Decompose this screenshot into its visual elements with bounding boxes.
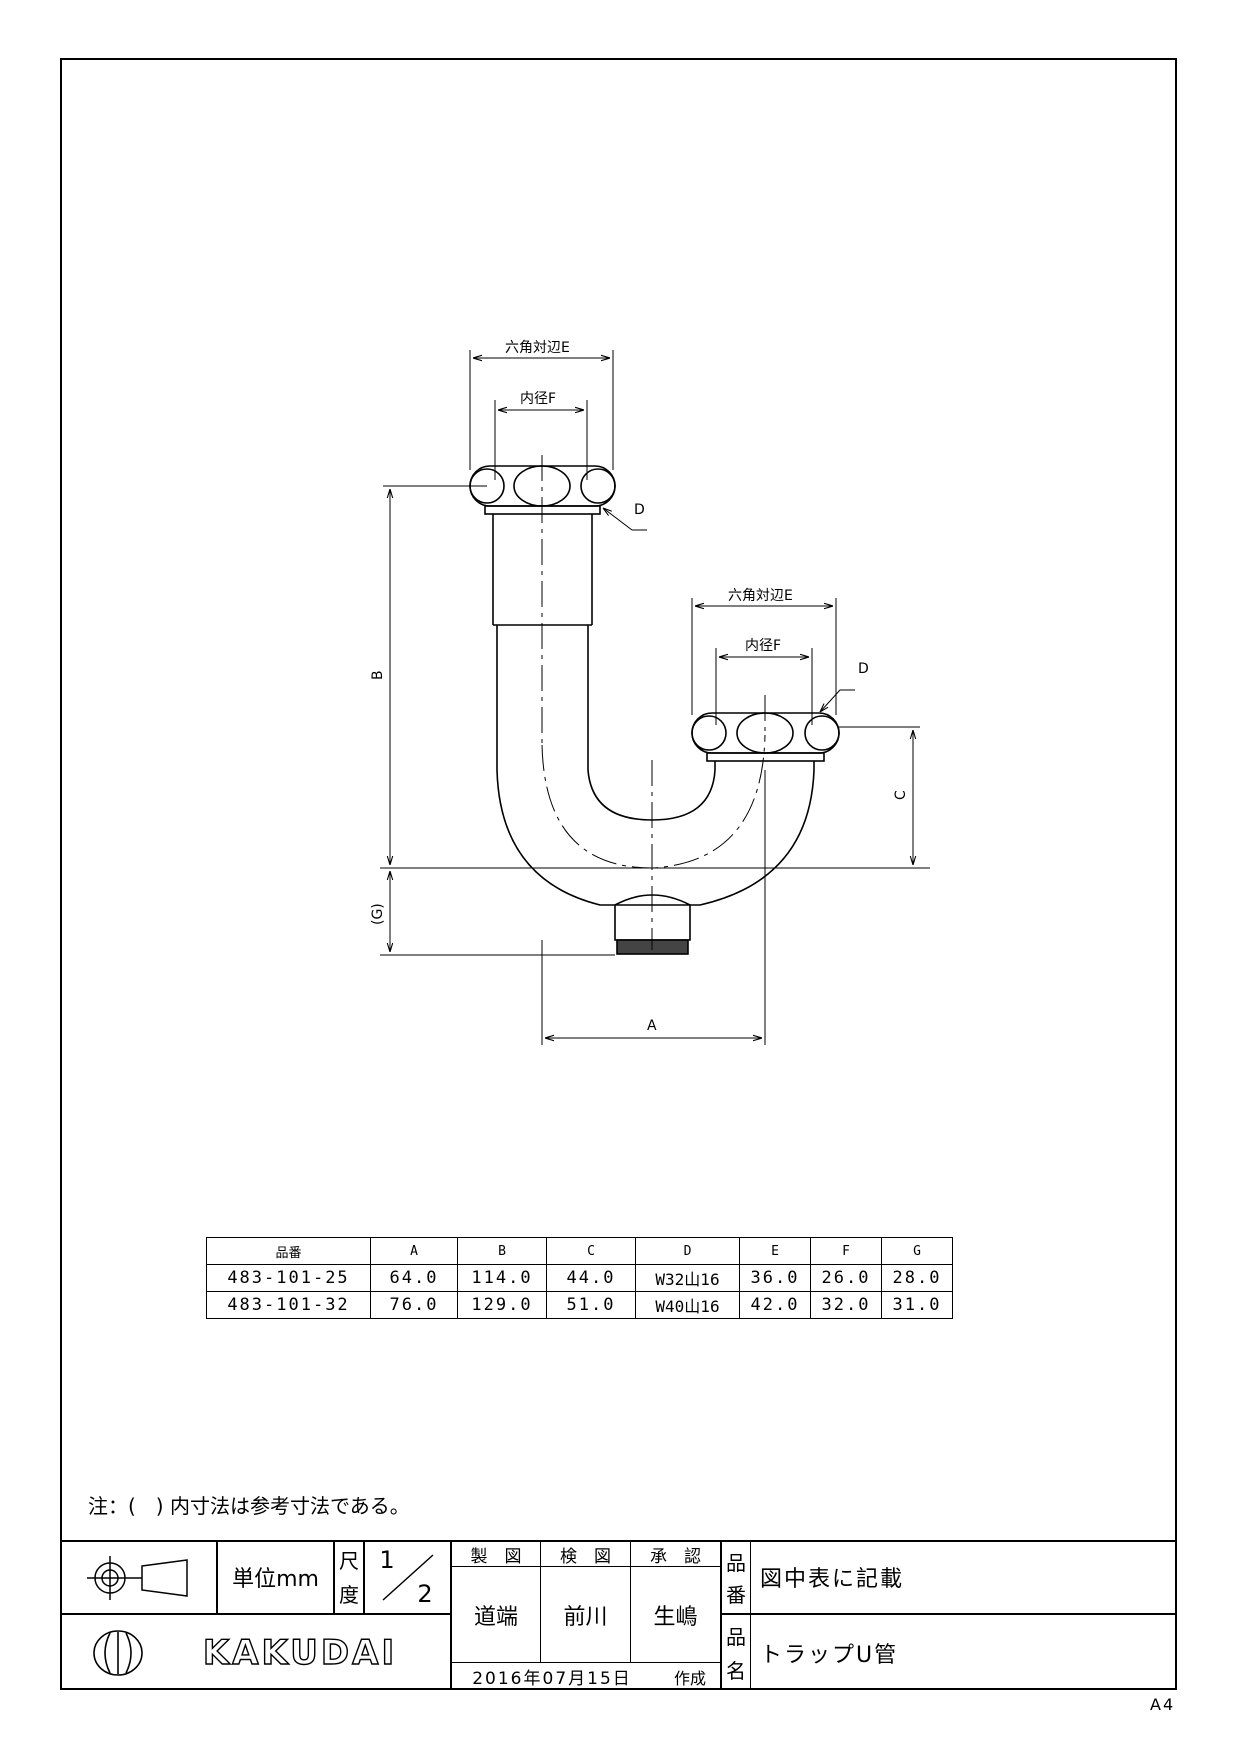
cell: 44.0 bbox=[546, 1264, 636, 1292]
label-hex-e-top: 六角対辺E bbox=[505, 340, 570, 356]
col-header: F bbox=[810, 1237, 882, 1265]
cell: 36.0 bbox=[739, 1264, 811, 1292]
part-no-label-bottom: 番 bbox=[726, 1582, 746, 1607]
label-inner-f-top: 内径F bbox=[520, 391, 556, 407]
label-c: C bbox=[893, 790, 909, 800]
created-label: 作成 bbox=[673, 1668, 706, 1688]
kakudai-logo-icon bbox=[93, 1630, 143, 1676]
scale-label-top: 尺 bbox=[339, 1548, 359, 1573]
cell: 129.0 bbox=[457, 1291, 547, 1319]
checked-by: 前川 bbox=[563, 1604, 608, 1630]
part-name: トラップU管 bbox=[760, 1642, 899, 1668]
label-d-top: D bbox=[634, 502, 645, 518]
u-bend-outer bbox=[496, 769, 815, 906]
label-a: A bbox=[647, 1018, 657, 1034]
col-header: D bbox=[635, 1237, 740, 1265]
col-header: 品番 bbox=[206, 1237, 371, 1265]
cell: W32山16 bbox=[635, 1264, 740, 1292]
table-row: 483-101-32 76.0 129.0 51.0 W40山16 42.0 3… bbox=[206, 1291, 953, 1319]
cell: 76.0 bbox=[370, 1291, 458, 1319]
label-g: (G) bbox=[370, 903, 386, 925]
col-header: C bbox=[546, 1237, 636, 1265]
label-hex-e-right: 六角対辺E bbox=[728, 588, 793, 604]
scale-numerator: 1 bbox=[379, 1546, 395, 1574]
cell: 42.0 bbox=[739, 1291, 811, 1319]
unit-label: 単位mm bbox=[232, 1566, 319, 1592]
part-name-label-top: 品 bbox=[726, 1624, 746, 1649]
cell: 51.0 bbox=[546, 1291, 636, 1319]
cell: 28.0 bbox=[881, 1264, 953, 1292]
cell: 26.0 bbox=[810, 1264, 882, 1292]
brand-wordmark: KAKUDAI bbox=[202, 1632, 398, 1673]
part-number: 図中表に記載 bbox=[760, 1566, 905, 1592]
checked-label: 検 図 bbox=[560, 1546, 611, 1567]
col-header: A bbox=[370, 1237, 458, 1265]
drawing-frame bbox=[60, 58, 1177, 1690]
cell: 483-101-32 bbox=[206, 1291, 371, 1319]
cell: 31.0 bbox=[881, 1291, 953, 1319]
scale-label-bottom: 度 bbox=[339, 1582, 359, 1607]
third-angle-projection-icon bbox=[87, 1556, 188, 1600]
spec-table: 品番 A B C D E F G 483-101-25 64.0 114.0 4… bbox=[206, 1237, 953, 1319]
label-b: B bbox=[370, 670, 386, 680]
cell: 64.0 bbox=[370, 1264, 458, 1292]
col-header: E bbox=[739, 1237, 811, 1265]
drawn-by: 道端 bbox=[473, 1604, 518, 1630]
col-header: B bbox=[457, 1237, 547, 1265]
paper-size: A4 bbox=[1150, 1695, 1176, 1714]
approved-by: 生嶋 bbox=[653, 1604, 698, 1630]
approved-label: 承 認 bbox=[650, 1546, 701, 1567]
label-d-right: D bbox=[858, 661, 869, 677]
drawn-label: 製 図 bbox=[470, 1546, 522, 1567]
cell: 32.0 bbox=[810, 1291, 882, 1319]
dimension-note: 注：( ) 内寸法は参考寸法である。 bbox=[88, 1494, 410, 1518]
cell: 483-101-25 bbox=[206, 1264, 371, 1292]
table-row: 483-101-25 64.0 114.0 44.0 W32山16 36.0 2… bbox=[206, 1264, 953, 1292]
scale-denominator: 2 bbox=[417, 1580, 433, 1608]
scale-slash bbox=[382, 1554, 434, 1601]
part-no-label-top: 品 bbox=[726, 1550, 746, 1575]
cell: 114.0 bbox=[457, 1264, 547, 1292]
part-name-label-bottom: 名 bbox=[726, 1658, 746, 1683]
cell: W40山16 bbox=[635, 1291, 740, 1319]
table-header-row: 品番 A B C D E F G bbox=[206, 1237, 953, 1265]
created-date: 2016年07月15日 bbox=[472, 1669, 632, 1689]
title-block: 単位mm 尺 度 1 2 製 図 検 図 承 認 道端 前川 生嶋 2016年0… bbox=[60, 1540, 1177, 1690]
col-header: G bbox=[881, 1237, 953, 1265]
label-inner-f-right: 内径F bbox=[745, 638, 781, 654]
